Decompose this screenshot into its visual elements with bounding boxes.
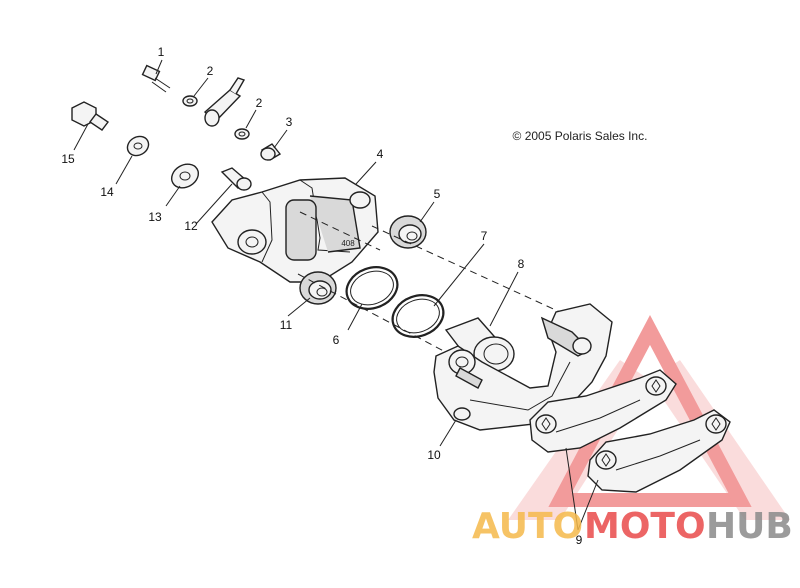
alignment-line-lower <box>297 273 473 367</box>
piston-dust-seal-lower <box>299 271 337 305</box>
piston-dust-seal-upper <box>389 215 427 249</box>
brake-pad-inner <box>529 369 677 453</box>
watermark-auto: AUTO <box>472 506 583 547</box>
callout-3: 3 <box>286 115 293 129</box>
callout-7: 7 <box>481 229 488 243</box>
banjo-bolt <box>141 64 171 93</box>
callout-8: 8 <box>518 257 525 271</box>
copyright-notice: © 2005 Polaris Sales Inc. <box>513 129 648 143</box>
caliper-stamp: 408 <box>341 239 355 248</box>
bleeder-screw <box>220 167 252 191</box>
callout-11: 11 <box>280 318 293 332</box>
callout-1: 1 <box>158 45 165 59</box>
callout-4: 4 <box>377 147 384 161</box>
leader-lines <box>73 59 599 531</box>
callout-2-washer-lower: 2 <box>256 96 263 110</box>
callout-6: 6 <box>333 333 340 347</box>
callout-12: 12 <box>184 219 198 233</box>
callout-5: 5 <box>434 187 441 201</box>
banjo-fitting <box>182 77 250 140</box>
callout-10: 10 <box>427 448 441 462</box>
alignment-line-upper <box>371 225 561 313</box>
watermark-text: AUTO MOTO HUB <box>472 506 793 547</box>
caliper-body <box>211 177 379 283</box>
lock-washer <box>126 135 150 157</box>
callout-15: 15 <box>61 152 75 166</box>
callout-2-washer: 2 <box>207 64 214 78</box>
alignment-line-center <box>299 211 381 251</box>
mounting-bolt <box>71 101 110 131</box>
o-ring <box>391 294 445 338</box>
flat-washer <box>170 163 200 189</box>
callout-14: 14 <box>100 185 114 199</box>
callout-9: 9 <box>576 533 583 547</box>
watermark-moto: MOTO <box>584 506 706 547</box>
watermark-hub: HUB <box>706 506 793 547</box>
piston-seal-ring <box>345 266 399 310</box>
bleeder-cap <box>260 143 282 161</box>
brake-pad-outer <box>587 409 731 493</box>
callout-13: 13 <box>148 210 162 224</box>
